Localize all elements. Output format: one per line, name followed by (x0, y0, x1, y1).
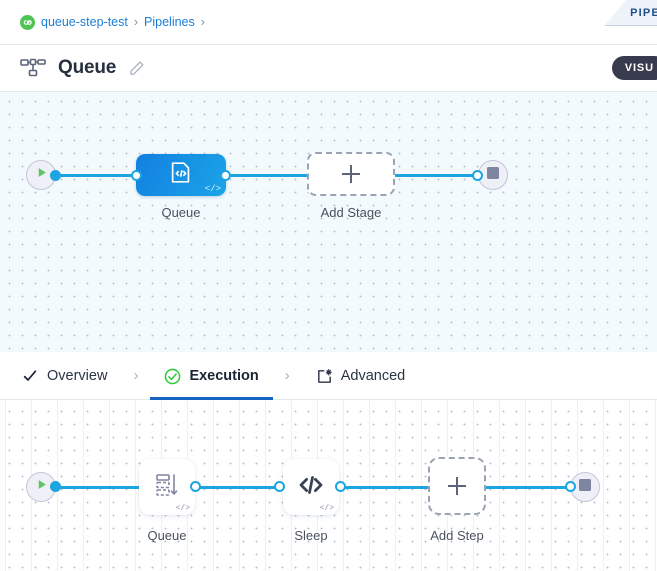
stage-wire (225, 174, 310, 177)
breadcrumb-separator: › (133, 15, 139, 29)
code-badge: </> (204, 184, 221, 194)
queue-list-icon (153, 471, 181, 504)
breadcrumb: queue-step-test › Pipelines › (0, 0, 604, 44)
top-tab-label: PIPE (630, 6, 657, 19)
step-wire (195, 486, 285, 489)
page-header: Queue VISU (0, 44, 657, 92)
page-title: Queue (58, 57, 117, 78)
stage-wire (392, 174, 482, 177)
check-circle-icon (164, 368, 181, 384)
pipeline-hierarchy-icon (20, 58, 46, 78)
plus-icon (342, 165, 360, 183)
sleep-step-output-port[interactable] (335, 481, 346, 492)
step-node-queue[interactable]: </> (139, 459, 195, 515)
step-wire (485, 486, 575, 489)
breadcrumb-item-pipelines[interactable]: Pipelines (144, 15, 195, 29)
start-output-port[interactable] (50, 170, 61, 181)
step-start-output-port[interactable] (50, 481, 61, 492)
project-avatar-icon (20, 14, 35, 30)
stop-icon (579, 478, 591, 496)
stage-output-port[interactable] (220, 170, 231, 181)
queue-step-input-port[interactable] (190, 481, 201, 492)
step-tab-strip: Overview › Execution › Advanced (0, 352, 657, 400)
play-icon (35, 478, 48, 496)
add-stage-label: Add Stage (320, 205, 382, 220)
stage-wire (45, 174, 140, 177)
tab-advanced-label: Advanced (340, 367, 406, 384)
stage-input-port[interactable] (131, 170, 142, 181)
add-stage-node[interactable] (307, 152, 395, 196)
advanced-gear-box-icon (316, 368, 332, 384)
add-step-node[interactable] (428, 457, 486, 515)
tab-overview[interactable]: Overview (20, 352, 109, 400)
visualize-button[interactable]: VISU (611, 56, 657, 80)
step-node-label: Queue (147, 528, 187, 543)
check-icon (22, 368, 38, 384)
code-card-icon (168, 160, 194, 191)
step-node-sleep[interactable]: </> (283, 459, 339, 515)
end-input-port[interactable] (472, 170, 483, 181)
tab-execution[interactable]: Execution (150, 352, 274, 400)
add-step-label: Add Step (430, 528, 484, 543)
tab-advanced[interactable]: Advanced (314, 352, 408, 400)
tab-execution-label: Execution (189, 367, 259, 384)
step-graph-canvas[interactable]: </> Queue </> Sleep Add Step (0, 400, 657, 571)
stage-graph-canvas[interactable]: </> Queue Add Stage (0, 92, 657, 352)
stage-node-label: Queue (161, 205, 201, 220)
tab-pipelines-window[interactable]: PIPE (604, 0, 657, 26)
code-icon (296, 470, 326, 505)
step-end-input-port[interactable] (565, 481, 576, 492)
code-badge: </> (319, 504, 334, 513)
step-wire (45, 486, 140, 489)
tab-overview-label: Overview (47, 367, 108, 384)
visualize-button-label: VISU (624, 62, 654, 74)
stop-icon (487, 166, 499, 184)
step-wire (340, 486, 430, 489)
stage-node-queue[interactable]: </> (136, 154, 226, 196)
pipeline-start-node[interactable] (26, 160, 56, 190)
sleep-step-input-port[interactable] (274, 481, 285, 492)
pencil-icon[interactable] (128, 60, 145, 77)
step-node-label: Sleep (294, 528, 328, 543)
plus-icon (448, 477, 466, 495)
tab-separator: › (284, 367, 290, 384)
breadcrumb-separator: › (200, 15, 205, 29)
code-badge: </> (175, 504, 190, 513)
tab-separator: › (133, 367, 139, 384)
breadcrumb-item-project[interactable]: queue-step-test (41, 15, 128, 29)
play-icon (35, 166, 48, 184)
